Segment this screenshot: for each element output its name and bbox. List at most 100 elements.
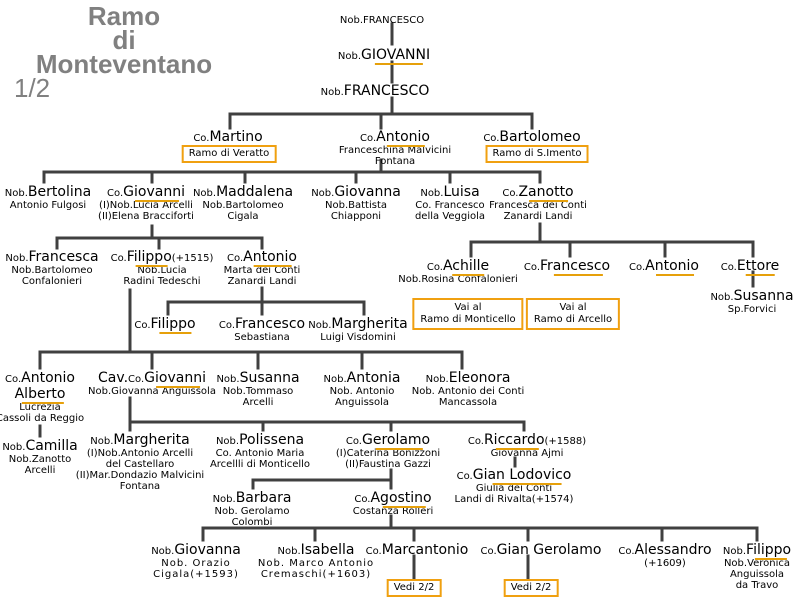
- spouse-text: Nob.Bartolomeo: [11, 265, 93, 276]
- person-name: Susanna: [239, 370, 300, 386]
- continuation-link-marcantonio[interactable]: Vedi 2/2: [386, 579, 442, 597]
- person-name: Giovanna: [174, 542, 241, 558]
- spouse-text: Chiapponi: [330, 211, 382, 222]
- person-name: Antonio: [243, 249, 297, 267]
- person-name: Agostino: [370, 490, 432, 508]
- person-alessandro: Co.Alessandro (+1609): [618, 541, 711, 569]
- link-line: Vai al: [454, 302, 482, 313]
- title-prefix: Co.: [345, 436, 362, 447]
- page-indicator: 1/2: [14, 73, 51, 103]
- title-prefix: Cav.: [98, 370, 129, 386]
- person-name: Zanotto: [518, 184, 574, 202]
- spouse-text: Nob.Giovanna Anguissola: [88, 386, 216, 397]
- title-prefix: Nob.: [722, 546, 747, 557]
- person-achille: Co.Achille Nob.Rosina Confalonieri: [398, 257, 518, 285]
- spouse-text: Costanza Rolleri: [352, 506, 434, 517]
- spouse-text: da Travo: [735, 580, 779, 591]
- person-susanna-1: Nob.Susanna Sp.Forvici: [710, 287, 793, 315]
- spouse-text: Antonio Fulgosi: [9, 200, 87, 211]
- title-prefix: Co.: [426, 262, 443, 273]
- spouse-text: della Veggiola: [414, 211, 486, 222]
- title-prefix: Nob.: [710, 292, 734, 303]
- title-prefix: Co.: [618, 546, 635, 557]
- branch-link-veratto[interactable]: Ramo di Veratto: [181, 145, 277, 163]
- spouse-text: Nob. Antonio: [329, 386, 395, 397]
- title-prefix: Co.: [107, 188, 124, 199]
- spouse-text: Fontana: [374, 156, 416, 167]
- person-name: Filippo: [126, 249, 172, 267]
- spouse-text: Arcelli: [24, 465, 56, 476]
- spouse-text: Arcelli: [242, 397, 274, 408]
- person-giovanni-cav: Cav.Co.Giovanni Nob.Giovanna Anguissola: [88, 369, 216, 397]
- person-gerolamo: Co.Gerolamo (I)Caterina Bonizzoni (II)Fa…: [336, 431, 440, 470]
- person-giovanni-1: Nob.GIOVANNI: [337, 46, 431, 65]
- title-line: Ramo: [87, 1, 161, 31]
- person-zanotto: Co.Zanotto Francesca dei Conti Zanardi L…: [489, 183, 587, 222]
- spouse-text: Luigi Visdomini: [320, 332, 396, 343]
- title-prefix: Co.: [193, 133, 210, 144]
- title-prefix: Co.: [629, 262, 646, 273]
- spouse-text: Nob. Orazio: [161, 558, 231, 569]
- person-camilla: Nob.Camilla Nob.Zanotto Arcelli: [2, 437, 77, 476]
- spouse-text: (I)Nob.Lucia Arcelli: [99, 200, 193, 211]
- title-prefix: Nob.: [337, 51, 362, 62]
- person-giovanna-1: Nob.Giovanna Nob.Battista Chiapponi: [311, 183, 401, 222]
- person-francesca: Nob.Francesca Nob.Bartolomeo Confalonier…: [5, 248, 98, 287]
- person-name-2: Alberto: [14, 386, 66, 404]
- spouse-text: Confalonieri: [21, 276, 83, 287]
- person-agostino: Co.Agostino Costanza Rolleri: [353, 489, 433, 517]
- person-name: Margherita: [331, 316, 408, 332]
- person-name: Polissena: [239, 432, 305, 448]
- person-francesco-1: Nob.FRANCESCO: [340, 10, 424, 26]
- spouse-text: Colombi: [231, 517, 273, 528]
- title-prefix: Nob.: [90, 436, 114, 447]
- person-name: Luisa: [443, 184, 480, 200]
- person-luisa: Nob.Luisa Co. Francesco della Veggiola: [415, 183, 485, 222]
- person-name: Gian Gerolamo: [496, 542, 602, 558]
- person-name: Gian Lodovico: [472, 467, 572, 485]
- title-prefix: Co.: [456, 471, 473, 482]
- spouse-text: Francesca dei Conti: [489, 200, 587, 211]
- spouse-text: Co. Francesco: [415, 200, 485, 211]
- title-prefix: Nob.: [320, 87, 344, 98]
- title-prefix: Co.: [483, 133, 500, 144]
- branch-link-arcello[interactable]: Vai al Ramo di Arcello: [525, 298, 621, 330]
- spouse-text: (II)Faustina Gazzi: [345, 459, 431, 470]
- person-name: Gerolamo: [361, 432, 431, 450]
- person-margherita-2: Nob.Margherita (I)Nob.Antonio Arcelli de…: [76, 431, 204, 492]
- continuation-link-gian-gerolamo[interactable]: Vedi 2/2: [503, 579, 559, 597]
- person-name: FRANCESCO: [343, 83, 430, 99]
- spouse-text: Cremaschi(+1603): [260, 569, 372, 580]
- person-francesco-3: Co.Francesco: [524, 257, 610, 276]
- person-martino: Co.Martino: [193, 128, 263, 147]
- branch-link-monticello[interactable]: Vai al Ramo di Monticello: [412, 298, 524, 330]
- branch-link-s-imento[interactable]: Ramo di S.Imento: [485, 145, 589, 163]
- spouse-text: Sebastiana: [234, 332, 290, 343]
- person-name: Antonio: [645, 258, 699, 276]
- person-gian-gerolamo: Co.Gian Gerolamo: [481, 541, 602, 558]
- spouse-text: Zanardi Landi: [503, 211, 573, 222]
- person-antonio-1: Co.Antonio Franceschina Malvicini Fontan…: [339, 128, 451, 167]
- spouse-text: Co. Antonio Maria: [215, 448, 305, 459]
- person-gian-lodovico: Co.Gian Lodovico Giulia dei Conti Landi …: [455, 466, 574, 505]
- title-prefix: Nob.: [425, 374, 449, 385]
- title-prefix: Co.: [720, 262, 737, 273]
- person-name: GIOVANNI: [361, 47, 431, 65]
- spouse-text: Cigala(+1593): [153, 569, 239, 580]
- person-filippo-2: Co.Filippo: [134, 315, 196, 334]
- person-name: Giovanni: [123, 184, 185, 202]
- spouse-text: Nob.Tommaso: [222, 386, 294, 397]
- title-line: Monteventano: [35, 49, 213, 79]
- spouse-text: Landi di Rivalta(+1574): [454, 494, 574, 505]
- title-prefix: Co.: [5, 374, 22, 385]
- person-name: Riccardo: [483, 432, 545, 450]
- title-prefix: Co.: [480, 546, 497, 557]
- spouse-text: Zanardi Landi: [227, 276, 297, 287]
- person-isabella: Nob.Isabella Nob. Marco Antonio Cremasch…: [258, 541, 374, 580]
- person-antonia: Nob.Antonia Nob. Antonio Anguissola: [324, 369, 401, 408]
- person-name: Giovanna: [334, 184, 401, 200]
- person-name: Susanna: [733, 288, 794, 304]
- spouse-text: Nob.Veronica: [723, 558, 791, 569]
- title-prefix: Co.: [502, 188, 519, 199]
